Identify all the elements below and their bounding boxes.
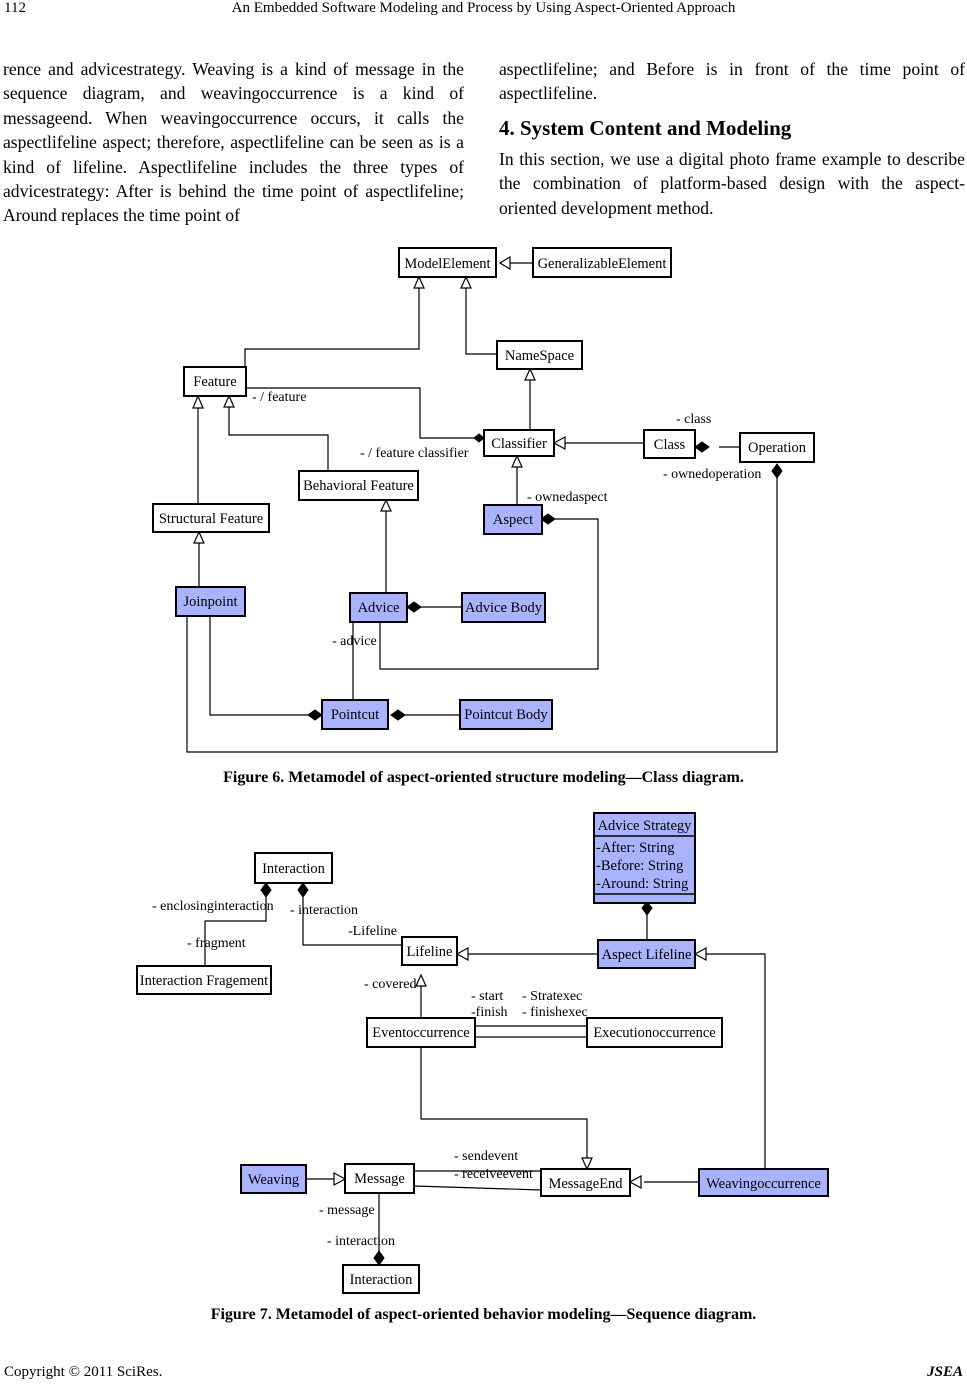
- journal-abbrev: JSEA: [927, 1364, 963, 1380]
- role-ownedoperation: - ownedoperation: [663, 467, 761, 482]
- fig7-class-weaving: Weaving: [240, 1164, 307, 1194]
- role-interaction-2: - interaction: [327, 1234, 395, 1249]
- left-paragraph: rence and advicestrategy. Weaving is a k…: [3, 59, 464, 226]
- fig6-connectors: [186, 262, 778, 753]
- right-paragraph-2: In this section, we use a digital photo …: [499, 148, 965, 218]
- figure-7-caption: Figure 7. Metamodel of aspect-oriented b…: [210, 1306, 757, 1323]
- fig6-class-aspect: Aspect: [483, 504, 543, 535]
- fig6-class-operation: Operation: [739, 432, 815, 463]
- fig7-class-eventoccurrence: Eventoccurrence: [366, 1017, 476, 1048]
- svg-text:MessageEnd: MessageEnd: [548, 1176, 623, 1192]
- role-covered: - covered: [364, 977, 416, 992]
- role-feature: - / feature: [252, 390, 306, 405]
- attr-after: -After: String: [596, 840, 675, 856]
- role-stratexec: - Stratexec: [522, 989, 582, 1004]
- svg-text:Structural Feature: Structural Feature: [159, 511, 263, 527]
- fig6-class-advice: Advice: [349, 592, 408, 623]
- svg-text:Classifier: Classifier: [491, 436, 547, 452]
- fig7-class-interaction-fragment: Interaction Fragement: [136, 965, 272, 995]
- left-column: rence and advicestrategy. Weaving is a k…: [3, 57, 464, 228]
- fig6-class-classifier: Classifier: [483, 429, 555, 457]
- fig7-class-interaction-top: Interaction: [254, 852, 333, 884]
- fig7-class-weavingoccurrence: Weavingoccurrence: [698, 1168, 829, 1197]
- svg-text:Lifeline: Lifeline: [407, 944, 453, 960]
- section-heading: 4. System Content and Modeling: [499, 115, 792, 140]
- fig6-class-behavioral-feature: Behavioral Feature: [298, 470, 419, 501]
- role-start: - start: [471, 989, 503, 1004]
- page-number: 112: [4, 0, 26, 16]
- fig6-class-advice-body: Advice Body: [461, 592, 546, 623]
- role-feature-classifier: - / feature classifier: [360, 446, 469, 461]
- right-column: aspectlifeline; and Before is in front o…: [499, 57, 965, 220]
- svg-text:Weavingoccurrence: Weavingoccurrence: [706, 1176, 821, 1192]
- fig6-class-class: Class: [643, 429, 696, 459]
- fig6-class-pointcut-body: Pointcut Body: [459, 699, 553, 730]
- role-ownedaspect: - ownedaspect: [527, 490, 608, 505]
- fig7-role-labels: - enclosinginteraction - interaction - f…: [152, 899, 588, 1249]
- copyright: Copyright © 2011 SciRes.: [4, 1364, 163, 1380]
- role-advice: - advice: [332, 634, 377, 649]
- svg-text:Executionoccurrence: Executionoccurrence: [593, 1025, 715, 1041]
- svg-text:Pointcut Body: Pointcut Body: [464, 707, 548, 723]
- role-sendevent: - sendevent: [454, 1149, 518, 1164]
- svg-text:ModelElement: ModelElement: [404, 256, 490, 272]
- role-fragment: - fragment: [187, 936, 246, 951]
- figure-6-caption: Figure 6. Metamodel of aspect-oriented s…: [223, 769, 744, 786]
- svg-text:Aspect Lifeline: Aspect Lifeline: [602, 947, 692, 963]
- fig6-composition-diamonds: [307, 433, 783, 721]
- fig7-class-aspect-lifeline: Aspect Lifeline: [597, 939, 696, 969]
- fig7-connectors: [204, 897, 766, 1251]
- svg-text:Interaction Fragement: Interaction Fragement: [140, 973, 268, 989]
- fig7-class-messageend: MessageEnd: [540, 1168, 631, 1197]
- fig6-class-feature: Feature: [183, 366, 247, 397]
- right-paragraph-1: aspectlifeline; and Before is in front o…: [499, 59, 965, 104]
- fig6-class-generalizableelement: GeneralizableElement: [532, 247, 672, 278]
- role-class: - class: [676, 412, 711, 427]
- fig6-class-namespace: NameSpace: [496, 340, 583, 370]
- fig7-class-message: Message: [344, 1163, 415, 1194]
- svg-text:Operation: Operation: [748, 440, 807, 456]
- role-enclosinginteraction: - enclosinginteraction: [152, 899, 274, 914]
- role-interaction-1: - interaction: [290, 903, 358, 918]
- figure-6-class-diagram: ModelElement GeneralizableElement NameSp…: [152, 247, 815, 753]
- svg-text:Joinpoint: Joinpoint: [184, 594, 238, 610]
- svg-text:Advice Strategy: Advice Strategy: [598, 818, 693, 834]
- svg-text:NameSpace: NameSpace: [505, 348, 574, 364]
- svg-text:Advice Body: Advice Body: [465, 600, 543, 616]
- svg-text:Advice: Advice: [358, 600, 400, 616]
- role-finish: -finish: [471, 1005, 508, 1020]
- fig6-role-labels: - / feature - / feature classifier - cla…: [252, 390, 761, 649]
- attr-before: -Before: String: [596, 858, 683, 874]
- fig6-generalization-arrows: [192, 255, 566, 544]
- running-title: An Embedded Software Modeling and Proces…: [231, 0, 736, 16]
- svg-text:Eventoccurrence: Eventoccurrence: [372, 1025, 469, 1041]
- fig6-class-modelelement: ModelElement: [398, 247, 497, 278]
- svg-text:Pointcut: Pointcut: [331, 707, 379, 723]
- fig7-composition-diamonds: [260, 882, 653, 1266]
- role-lifeline: -Lifeline: [348, 924, 397, 939]
- svg-text:Class: Class: [654, 437, 686, 453]
- role-message: - message: [319, 1203, 375, 1218]
- svg-text:Weaving: Weaving: [248, 1172, 299, 1188]
- fig7-class-executionoccurrence: Executionoccurrence: [586, 1017, 723, 1048]
- svg-text:Behavioral Feature: Behavioral Feature: [303, 478, 414, 494]
- svg-text:Aspect: Aspect: [493, 512, 533, 528]
- fig7-class-advice-strategy: Advice Strategy -After: String -Before: …: [593, 812, 696, 904]
- fig6-class-pointcut: Pointcut: [321, 699, 389, 730]
- svg-text:Feature: Feature: [193, 374, 236, 390]
- svg-text:Interaction: Interaction: [350, 1272, 414, 1288]
- svg-text:Message: Message: [354, 1171, 405, 1187]
- fig7-class-interaction-bottom: Interaction: [342, 1264, 420, 1294]
- fig6-class-structural-feature: Structural Feature: [152, 503, 270, 533]
- svg-text:GeneralizableElement: GeneralizableElement: [538, 256, 667, 272]
- fig7-class-lifeline: Lifeline: [401, 936, 458, 966]
- role-receiveevent: - receiveevent: [454, 1167, 533, 1182]
- svg-text:Interaction: Interaction: [262, 861, 326, 877]
- attr-around: -Around: String: [596, 876, 688, 892]
- fig6-class-joinpoint: Joinpoint: [175, 586, 246, 617]
- role-finishexec: - finishexec: [522, 1005, 588, 1020]
- page-header: 112 An Embedded Software Modeling and Pr…: [0, 0, 967, 22]
- fig7-generalization-arrows: [333, 946, 707, 1190]
- figure-7-sequence-diagram: Advice Strategy -After: String -Before: …: [136, 812, 829, 1294]
